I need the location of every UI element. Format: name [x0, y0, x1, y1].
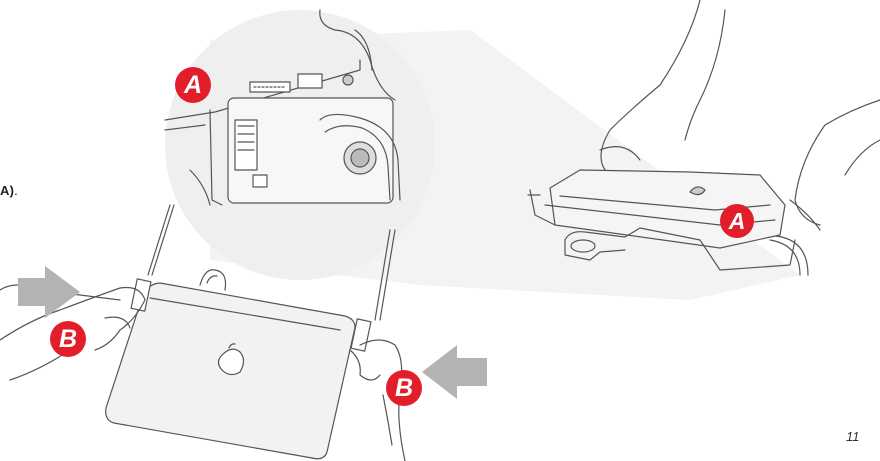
instruction-text-rest: .: [14, 183, 18, 198]
instruction-text-fragment: A).: [0, 183, 18, 198]
callout-b-right: B: [386, 370, 422, 406]
push-arrow-right: [422, 345, 487, 399]
push-arrow-left: [18, 266, 80, 318]
callout-a-right: A: [720, 204, 754, 238]
page-number: 11: [846, 429, 860, 444]
callout-a-top: A: [175, 67, 211, 103]
instruction-text-bold: A): [0, 183, 14, 198]
callout-b-left: B: [50, 321, 86, 357]
